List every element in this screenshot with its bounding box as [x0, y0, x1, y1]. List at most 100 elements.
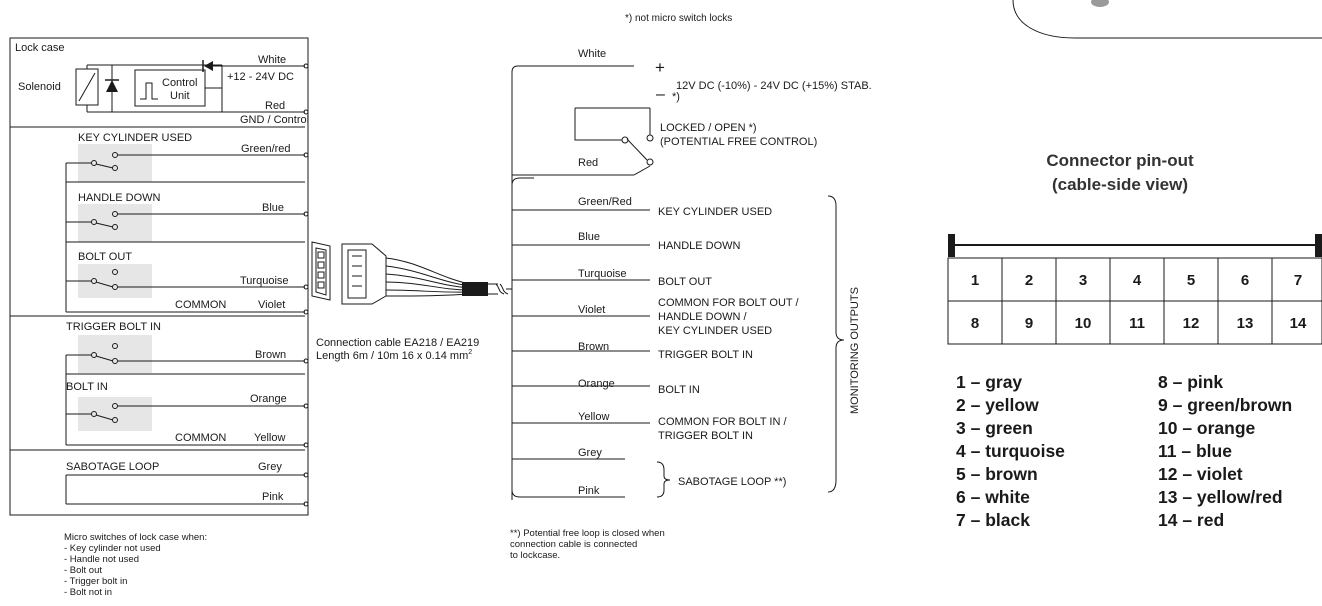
- output-common-out-1: COMMON FOR BOLT OUT /: [658, 297, 800, 309]
- common-label-2: COMMON: [175, 432, 226, 444]
- pin-color-item: 13 – yellow/red: [1158, 487, 1283, 507]
- pinout-section: Connector pin-out (cable-side view) 1 2 …: [947, 151, 1322, 530]
- top-note: *) not micro switch locks: [625, 13, 732, 24]
- right-wire-pink: Pink: [578, 485, 600, 497]
- output-common-in-2: TRIGGER BOLT IN: [658, 430, 753, 442]
- pin-cell: 1: [971, 272, 979, 289]
- control-unit-label-1: Control: [162, 77, 197, 89]
- pin-color-item: 7 – black: [956, 510, 1030, 530]
- pin-cell: 3: [1079, 272, 1087, 289]
- lock-wire-red: Red: [265, 100, 285, 112]
- pin-cell: 8: [971, 315, 979, 332]
- lock-wire-yellow: Yellow: [254, 432, 285, 444]
- pulse-icon: [140, 82, 158, 100]
- right-wire-red: Red: [578, 157, 598, 169]
- minus-note: *): [672, 91, 680, 103]
- loop-notes: **) Potential free loop is closed when c…: [510, 528, 665, 561]
- loop-note: to lockcase.: [510, 550, 560, 561]
- lock-wire-orange: Orange: [250, 393, 287, 405]
- pin-color-item: 6 – white: [956, 487, 1030, 507]
- micro-switch-notes: Micro switches of lock case when: - Key …: [64, 532, 207, 598]
- lock-case: Lock case Solenoid Control Unit +12 - 24…: [9, 37, 309, 516]
- cable-label-2: Length 6m / 10m 16 x 0.14 mm2: [316, 349, 472, 362]
- right-wire-yellow: Yellow: [578, 411, 609, 423]
- lock-wire-pink: Pink: [262, 491, 284, 503]
- pin-color-item: 3 – green: [956, 418, 1033, 438]
- image-fragment: [1091, 0, 1109, 7]
- micro-note: - Trigger bolt in: [64, 576, 127, 587]
- lock-wire-grey: Grey: [258, 461, 282, 473]
- output-handle-down: HANDLE DOWN: [658, 240, 741, 252]
- pin-color-item: 1 – gray: [956, 372, 1022, 392]
- cable-label-1: Connection cable EA218 / EA219: [316, 337, 479, 349]
- key-cylinder-label: KEY CYLINDER USED: [78, 132, 192, 144]
- potential-free-label: (POTENTIAL FREE CONTROL): [660, 136, 817, 148]
- pin-cell: 14: [1290, 315, 1307, 332]
- loop-note: connection cable is connected: [510, 539, 637, 550]
- handle-down-label: HANDLE DOWN: [78, 192, 161, 204]
- pinout-subtitle: (cable-side view): [1052, 175, 1188, 194]
- minus-symbol: –: [656, 86, 665, 103]
- right-wire-brown: Brown: [578, 341, 609, 353]
- pin-color-item: 12 – violet: [1158, 464, 1243, 484]
- pinout-title: Connector pin-out: [1046, 151, 1194, 170]
- connector-key-left: [948, 234, 955, 257]
- lock-wire-green-red: Green/red: [241, 143, 291, 155]
- right-wire-blue: Blue: [578, 231, 600, 243]
- pin-cell: 7: [1294, 272, 1302, 289]
- right-wire-orange: Orange: [578, 378, 615, 390]
- pin-color-item: 5 – brown: [956, 464, 1038, 484]
- supply-label: 12V DC (-10%) - 24V DC (+15%) STAB.: [676, 80, 872, 92]
- output-trigger-bolt-in: TRIGGER BOLT IN: [658, 349, 753, 361]
- pin-cell: 9: [1025, 315, 1033, 332]
- diode-symbol-2: [204, 61, 213, 71]
- output-common-out-2: HANDLE DOWN /: [658, 311, 748, 323]
- output-common-out-3: KEY CYLINDER USED: [658, 325, 772, 337]
- monitoring-brace: [827, 195, 845, 493]
- lock-wire-white: White: [258, 54, 286, 66]
- pin-color-item: 11 – blue: [1158, 441, 1232, 461]
- pin-color-item: 10 – orange: [1158, 418, 1256, 438]
- output-common-in-1: COMMON FOR BOLT IN /: [658, 416, 787, 428]
- sabotage-loop-label: SABOTAGE LOOP: [66, 461, 159, 473]
- plus-symbol: +: [655, 58, 665, 77]
- bolt-in-label: BOLT IN: [66, 381, 108, 393]
- pinout-table: 1 2 3 4 5 6 7 8 9 10 11 12 13 14: [947, 257, 1322, 345]
- right-wire-white: White: [578, 48, 606, 60]
- lock-wire-brown: Brown: [255, 349, 286, 361]
- micro-note: - Key cylinder not used: [64, 543, 161, 554]
- connector-illustration: [311, 241, 512, 305]
- pin-color-item: 4 – turquoise: [956, 441, 1065, 461]
- output-bolt-in: BOLT IN: [658, 384, 700, 396]
- pin-cell: 2: [1025, 272, 1033, 289]
- micro-note: - Bolt out: [64, 565, 102, 576]
- micro-note: - Handle not used: [64, 554, 139, 565]
- image-frame-edge: [1012, 0, 1322, 39]
- monitoring-outputs-label: MONITORING OUTPUTS: [849, 287, 861, 414]
- loop-note: **) Potential free loop is closed when: [510, 528, 665, 539]
- gnd-label: GND / Control: [240, 114, 309, 126]
- terminals: [303, 63, 309, 507]
- right-wire-violet: Violet: [578, 304, 605, 316]
- pin-color-list: 1 – gray 2 – yellow 3 – green 4 – turquo…: [956, 372, 1292, 530]
- solenoid-label: Solenoid: [18, 81, 61, 93]
- pin-color-item: 8 – pink: [1158, 372, 1223, 392]
- output-key-cylinder: KEY CYLINDER USED: [658, 206, 772, 218]
- pin-cell: 4: [1133, 272, 1142, 289]
- micro-note: Micro switches of lock case when:: [64, 532, 207, 543]
- bolt-out-label: BOLT OUT: [78, 251, 132, 263]
- diode-symbol: [106, 80, 118, 92]
- output-sabotage: SABOTAGE LOOP **): [678, 476, 786, 488]
- common-label-1: COMMON: [175, 299, 226, 311]
- control-unit-label-2: Unit: [170, 90, 190, 102]
- pin-cell: 10: [1075, 315, 1092, 332]
- sabotage-brace: [656, 461, 671, 498]
- lock-wire-violet: Violet: [258, 299, 285, 311]
- right-wire-green-red: Green/Red: [578, 196, 632, 208]
- trigger-bolt-in-label: TRIGGER BOLT IN: [66, 321, 161, 333]
- lock-case-frame: [9, 37, 309, 516]
- lock-wire-blue: Blue: [262, 202, 284, 214]
- right-wire-grey: Grey: [578, 447, 602, 459]
- pin-cell: 6: [1241, 272, 1249, 289]
